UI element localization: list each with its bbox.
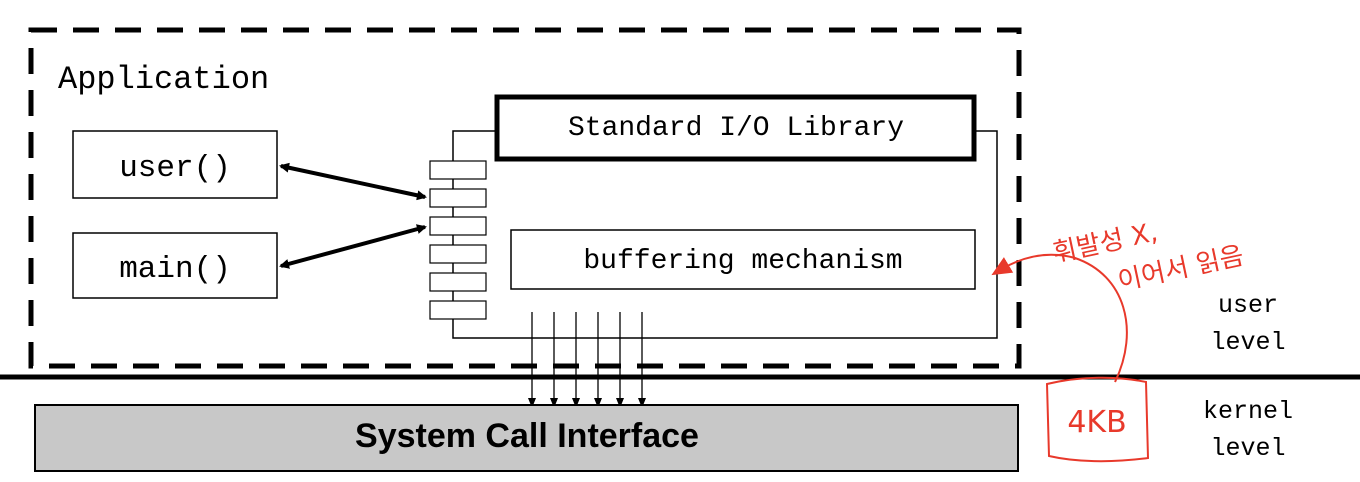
stream-slot [429,216,487,236]
application-boundary [28,27,1022,369]
stdio-library-box [494,94,977,162]
syscall-interface-box [34,404,1019,472]
user-level-label-line1: user [1218,291,1278,320]
user-to-library-arrow [279,162,427,201]
annotation-box-text: 4KB [1067,405,1126,440]
main-to-library-arrow [279,224,427,269]
user-function-label: user() [119,151,231,186]
stream-slot [429,160,487,180]
kernel-level-label-line2: level [1210,434,1285,463]
main-function-label: main() [119,252,231,287]
kernel-level-label-line1: kernel [1203,397,1293,426]
annotation-arrow [991,253,1128,383]
annotation-box [1045,376,1150,463]
syscall-interface-label: System Call Interface [355,417,699,455]
buffering-box [510,229,976,290]
stream-slot [429,272,487,292]
stream-slot [429,188,487,208]
buffering-label: buffering mechanism [583,246,902,277]
main-function-box [72,232,278,299]
stream-slot-stack [429,160,487,320]
syscall-arrows [528,312,646,408]
application-label: Application [58,61,269,98]
user-level-label-line2: level [1210,328,1285,357]
stdio-library-label: Standard I/O Library [568,113,904,144]
user-function-box [72,130,278,199]
stream-slot [429,300,487,320]
stream-slot [429,244,487,264]
